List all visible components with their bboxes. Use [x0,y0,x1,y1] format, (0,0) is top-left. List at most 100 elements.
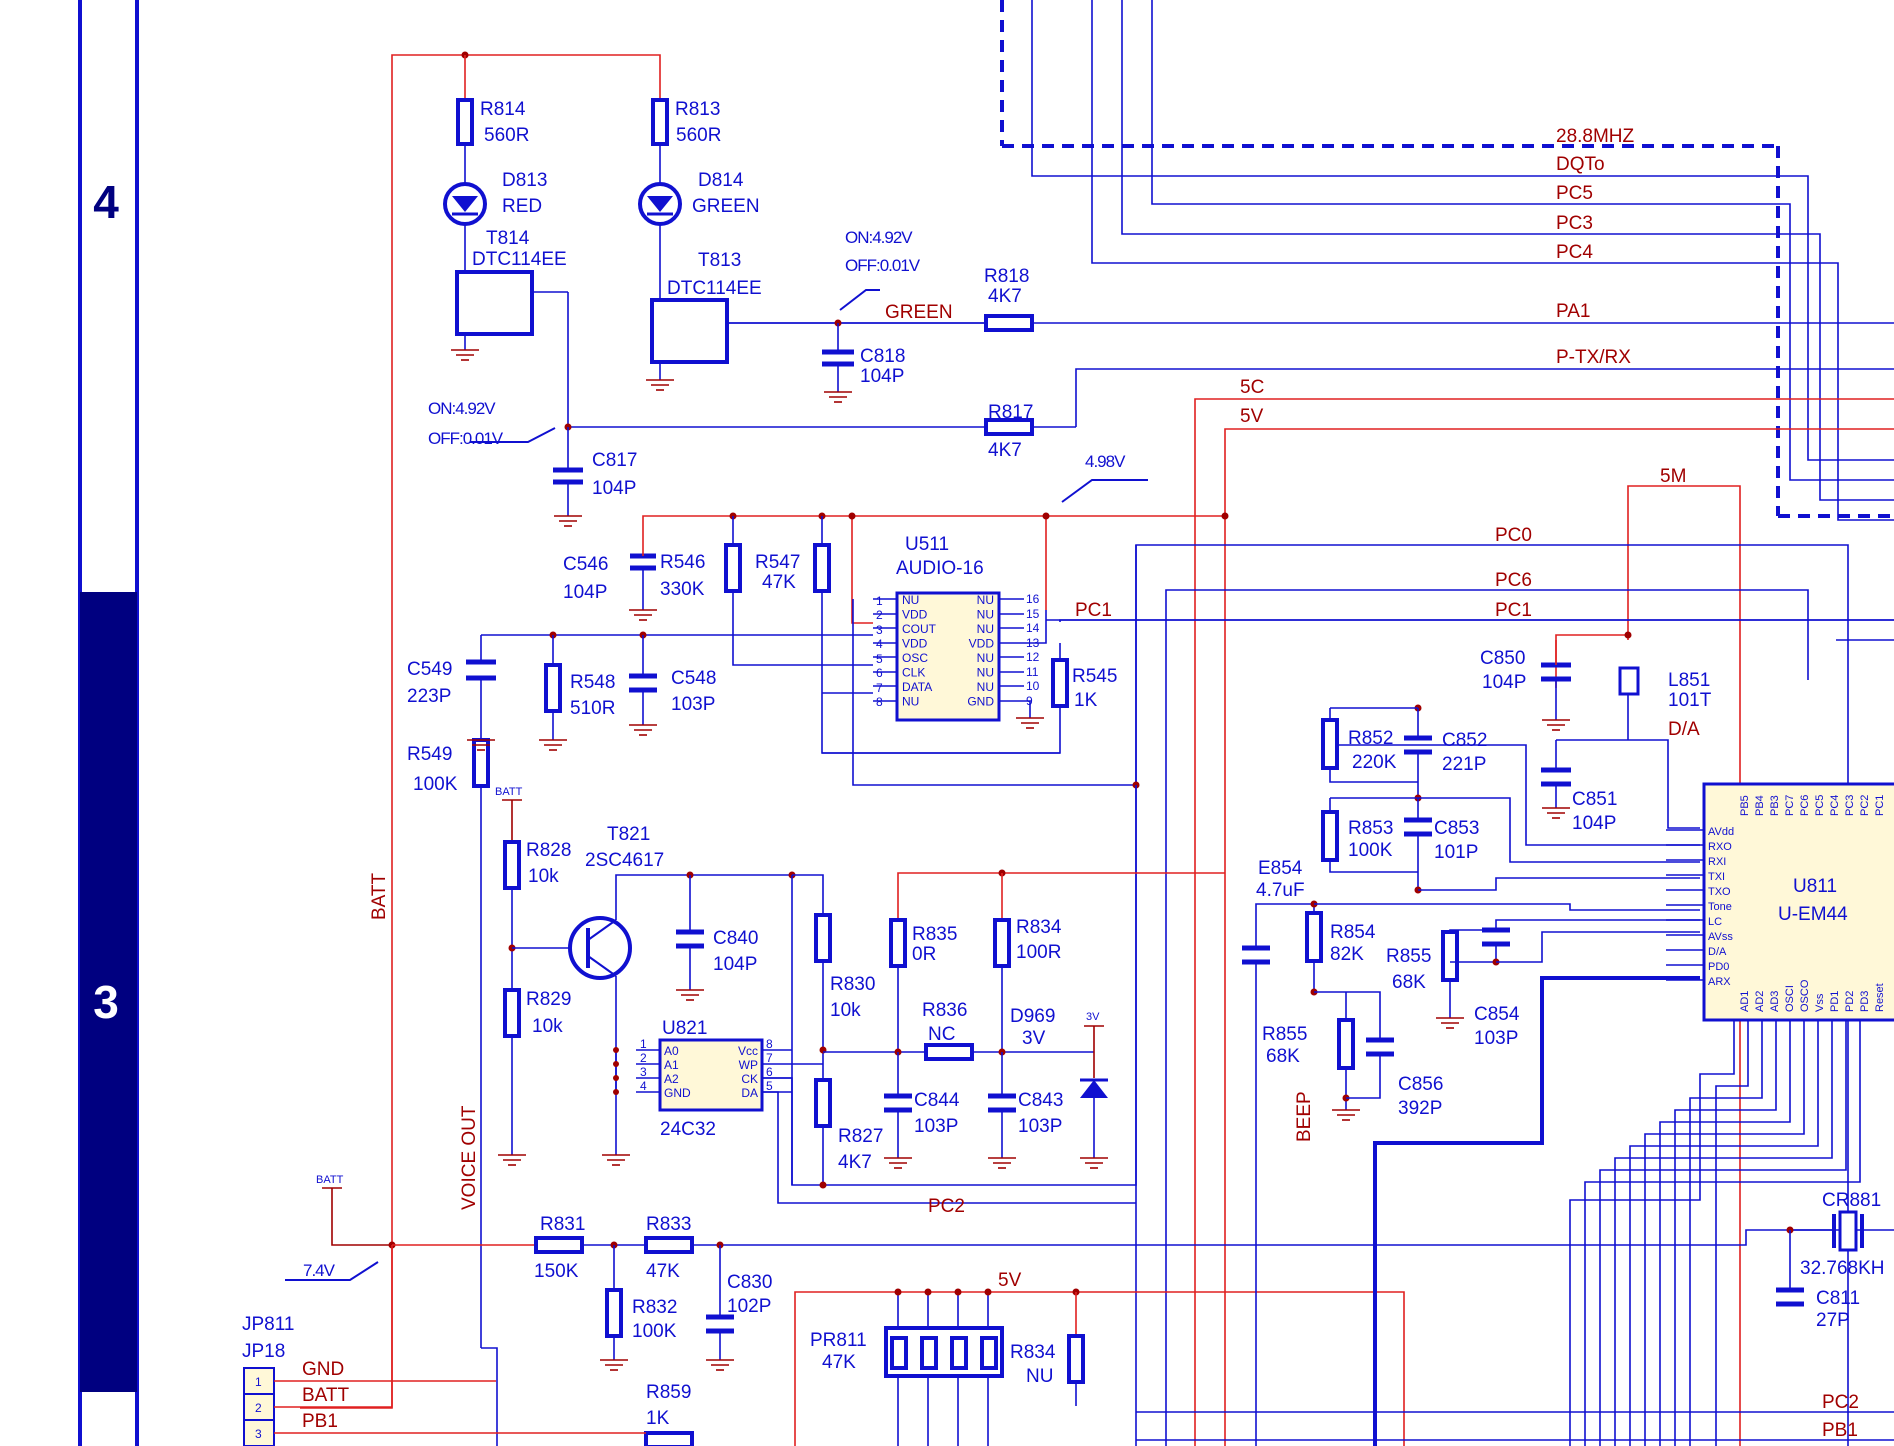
r855a-val: 68K [1392,972,1426,993]
r545-ref: R545 [1072,666,1117,687]
r836-val: NC [928,1024,955,1045]
net-pc3-label: PC3 [1556,213,1593,234]
l851-ref: L851 [1668,670,1710,691]
svg-text:5: 5 [766,1079,773,1093]
net-pc2a-label: PC2 [928,1196,965,1217]
u811-bottom-pin-label: OSCO [1799,979,1811,1012]
r835-val: 0R [912,944,936,965]
ground-symbol [1332,1109,1360,1121]
jp811-pin-2-net: BATT [302,1385,350,1406]
u811-bottom-pin-label: OSCI [1784,985,1796,1012]
u511-left-pin-label: OSC [902,651,928,665]
d813-ref: D813 [502,170,547,191]
net-5v-b-label: 5V [998,1270,1022,1291]
jp811-pin-3-num: 3 [255,1427,262,1441]
svg-text:1: 1 [640,1037,647,1051]
svg-text:2: 2 [876,608,883,622]
u811-left-pin-label: AVdd [1708,826,1734,838]
u811-top-pin-label: PB3 [1769,795,1781,816]
net-beep-label: BEEP [1294,1091,1315,1142]
c843-val: 103P [1018,1116,1062,1137]
u811-left-pin-label: LC [1708,916,1722,928]
u811-top-pin-label: PB4 [1754,795,1766,816]
ground-symbol [602,1154,630,1166]
u811-left-pin-label: TXO [1708,886,1731,898]
ground-symbol [629,609,657,621]
u511-left-pin-label: NU [902,593,919,607]
svg-text:3: 3 [640,1065,647,1079]
svg-text:3: 3 [876,623,883,637]
r828-ref: R828 [526,840,571,861]
ground-symbol [1542,719,1570,731]
c546-ref: C546 [563,554,608,575]
ann-on-green: ON:4.92V [845,228,913,247]
svg-text:7: 7 [876,681,883,695]
ground-symbol [1542,807,1570,819]
u821-right-pin-label: CK [741,1072,758,1086]
zone-label-upper: 4 [93,176,119,228]
r852-ref: R852 [1348,728,1393,749]
r546-ref: R546 [660,552,705,573]
ground-symbol [706,1359,734,1371]
u811-left-pin-label: ARX [1708,976,1731,988]
u511-right-pin-label: NU [977,666,994,680]
r548-ref: R548 [570,672,615,693]
u811-bottom-pin-label: PD2 [1844,991,1856,1012]
u811-val: U-EM44 [1778,904,1848,925]
c856-ref: C856 [1398,1074,1443,1095]
u511-right-pin-label: NU [977,608,994,622]
svg-text:15: 15 [1026,607,1040,621]
net-pc5-label: PC5 [1556,183,1593,204]
c852-val: 221P [1442,754,1486,775]
led-red-branch: R814 560R D813 RED T814 DTC114EE [443,55,569,427]
r549-ref: R549 [407,744,452,765]
t814-ref: T814 [486,228,530,249]
jp811-val: JP18 [242,1341,285,1362]
svg-text:12: 12 [1026,650,1040,664]
c818-ref: C818 [860,346,905,367]
r831-ref: R831 [540,1214,585,1235]
net-da-label: D/A [1668,719,1700,740]
net-labels-top: 28.8MHZ DQTo PC5 PC3 PC4 PA1 P-TX/RX 5C … [1240,126,1700,740]
u811-bottom-pin-label: AD3 [1769,991,1781,1012]
r855a-ref: R855 [1386,946,1431,967]
r831-val: 150K [534,1261,579,1282]
pr811-ref: PR811 [810,1330,867,1351]
jp811-ref: JP811 [242,1314,294,1335]
ground-symbol [498,1154,526,1166]
c844-val: 103P [914,1116,958,1137]
r828-val: 10k [528,866,559,887]
ground-symbol [1436,1017,1464,1029]
u811-bottom-pin-label: Reset [1874,983,1886,1012]
ground-symbol [646,379,674,391]
u821-right-pin-label: WP [739,1058,758,1072]
r547-ref: R547 [755,552,800,573]
r832-ref: R832 [632,1297,677,1318]
net-pc6-label: PC6 [1495,570,1532,591]
r546-val: 330K [660,579,705,600]
net-5m-label: 5M [1660,466,1686,487]
r827-ref: R827 [838,1126,883,1147]
r859-val: 1K [646,1408,670,1429]
jp811-pin-1-net: GND [302,1359,344,1380]
u511-right-pin-label: GND [967,695,994,709]
svg-text:10: 10 [1026,679,1040,693]
ground-symbol [451,349,479,361]
u821-left-pin-label: A0 [664,1044,679,1058]
zone-bar: 4 3 [78,0,139,1446]
green-net: GREEN C818 104P R818 4K7 ON:4.92V OFF:0.… [727,228,1034,392]
c856-val: 392P [1398,1098,1442,1119]
c548-val: 103P [671,694,715,715]
u821-ref: U821 [662,1018,707,1039]
c851-val: 104P [1572,813,1616,834]
r548-val: 510R [570,698,615,719]
d813-val: RED [502,196,542,217]
svg-text:4: 4 [876,637,883,651]
ann-off-red: OFF:0.01V [428,429,504,448]
u511-left-pin-label: VDD [902,608,928,622]
ann-on-red: ON:4.92V [428,399,496,418]
r549-val: 100K [413,774,458,795]
u821-left-pin-label: A2 [664,1072,679,1086]
u811-left-pin-label: Tone [1708,901,1732,913]
ann-74v: 7.4V [303,1261,336,1280]
